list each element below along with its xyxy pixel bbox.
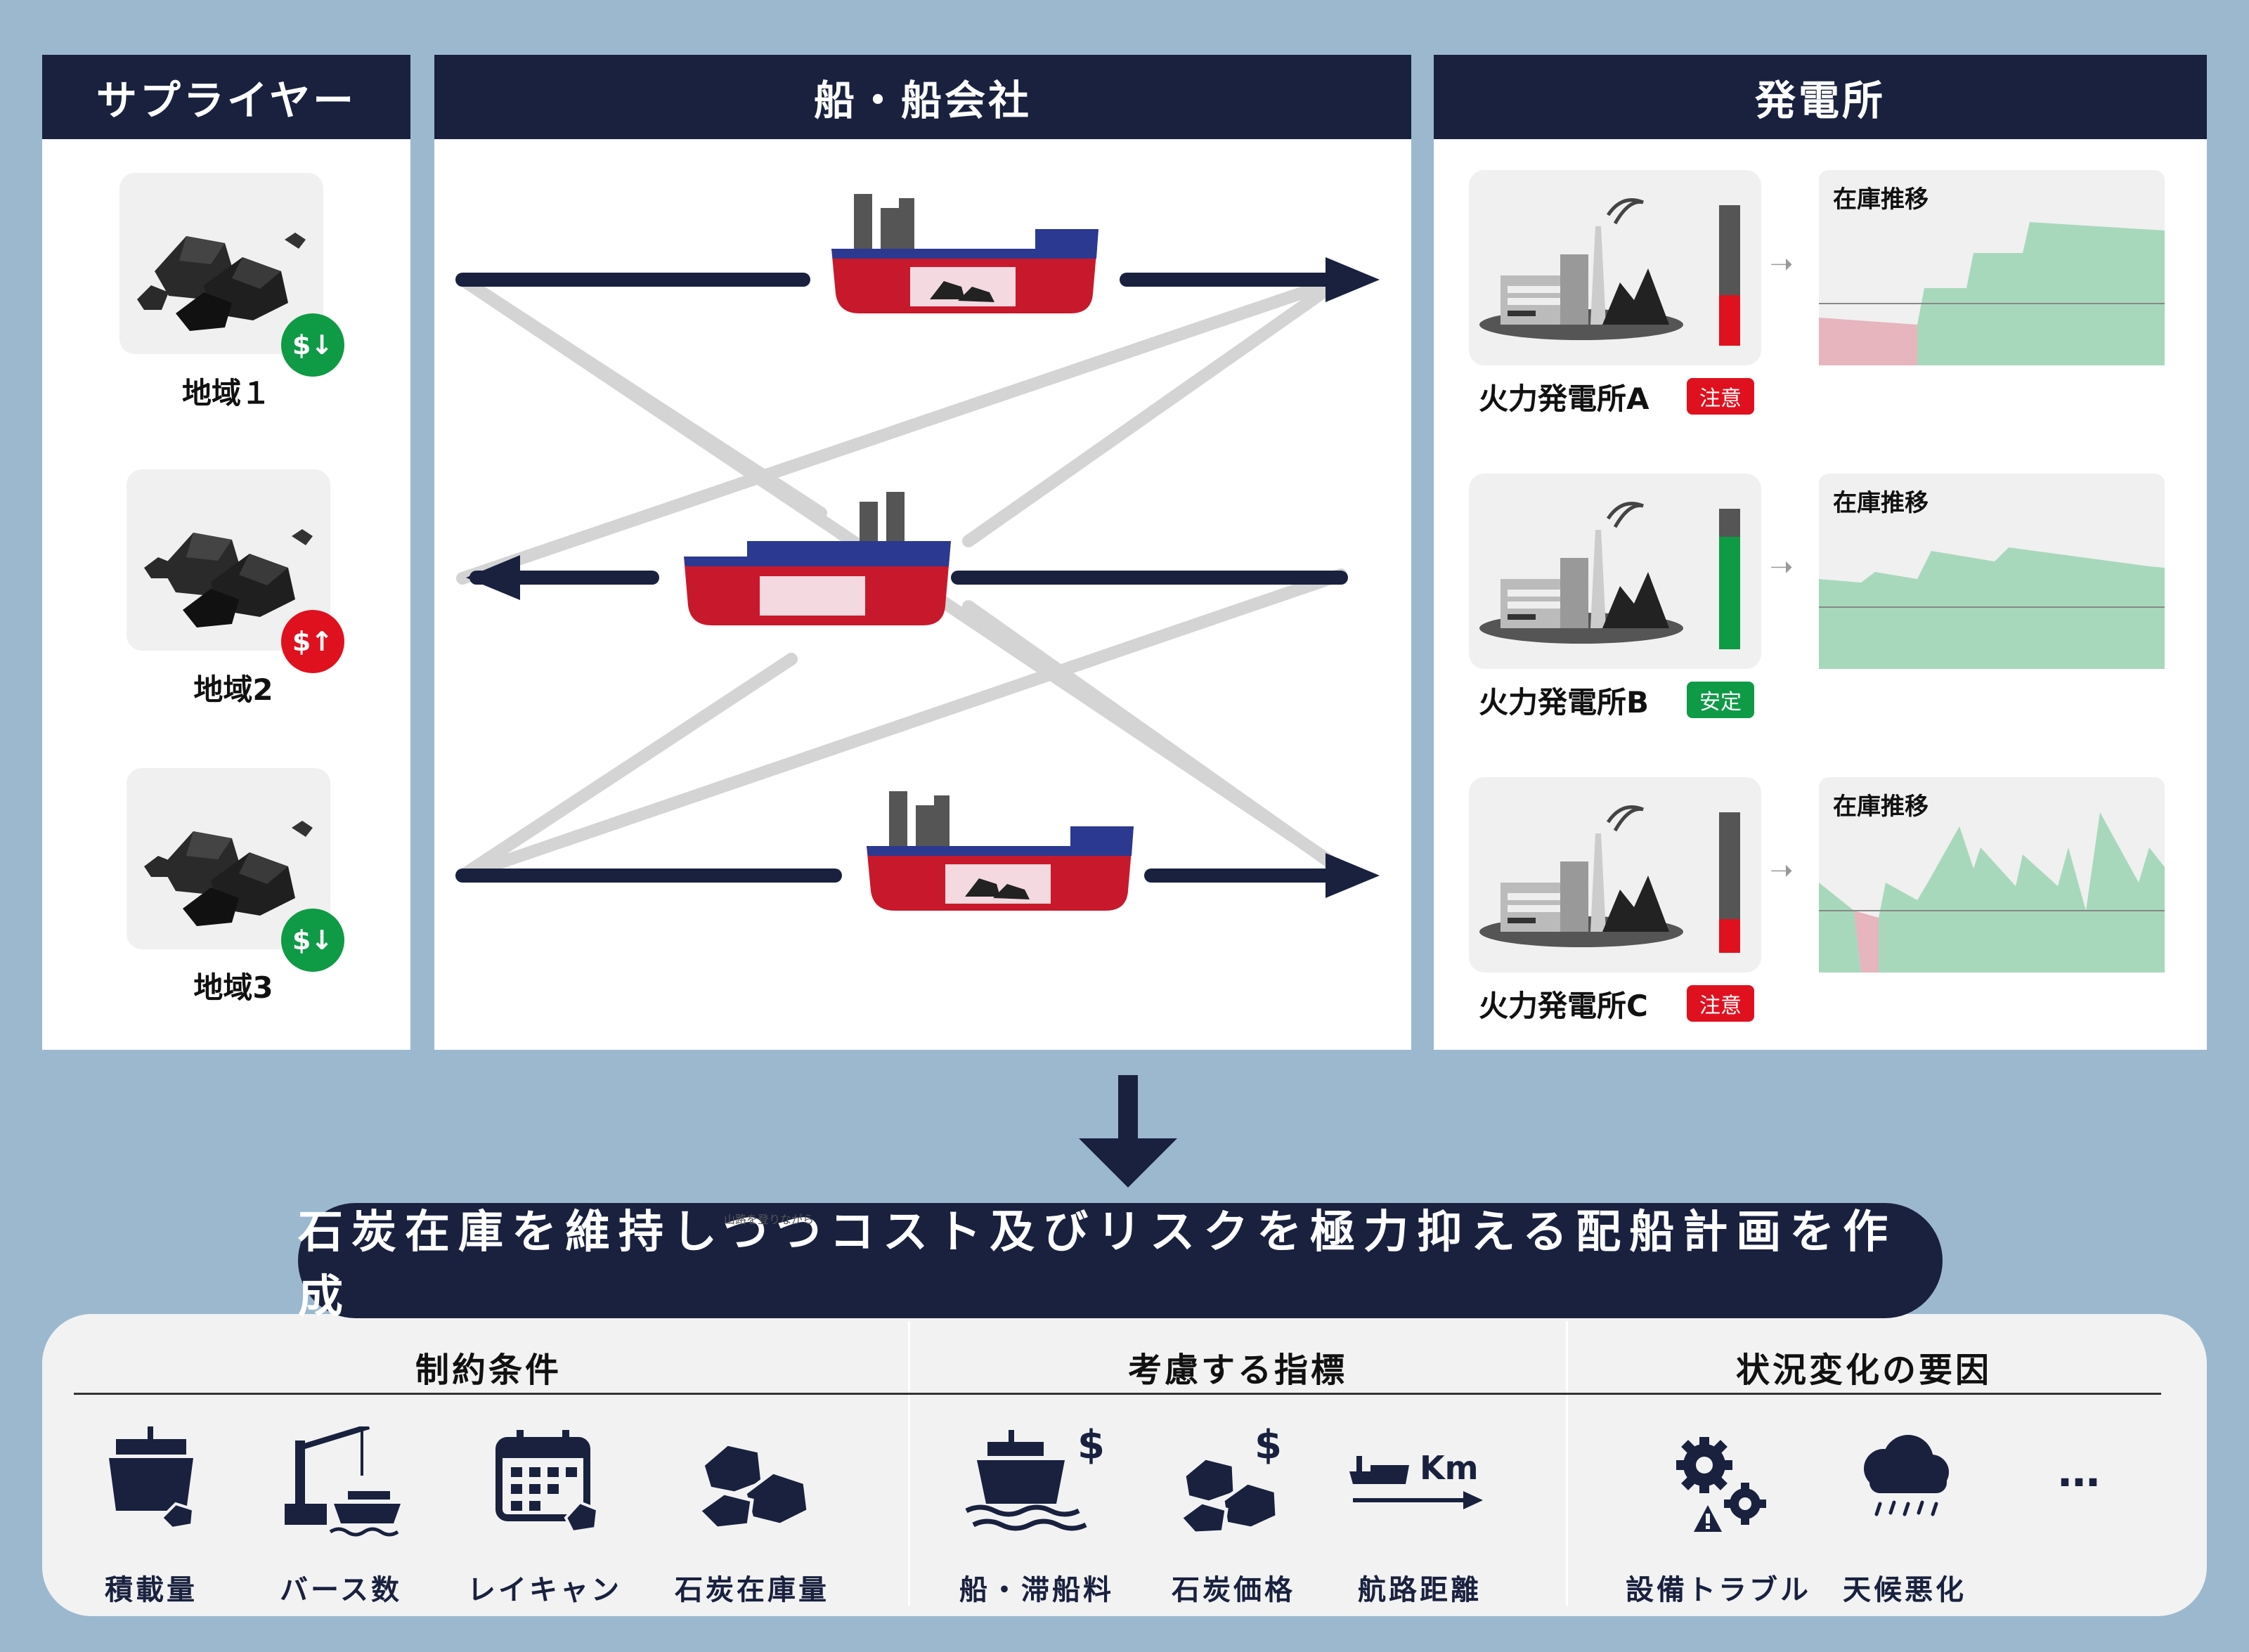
inventory-gauge [1719,205,1740,346]
factor-label: 石炭価格 [1172,1574,1295,1606]
plant-a-status: 注意 [1687,378,1754,415]
power-plants-panel: 発電所 火力発電所A 注意 ➝ 在庫推移 [1434,55,2207,1050]
arrow-right-icon: ➝ [1770,248,1794,280]
factor-label: 天候悪化 [1843,1574,1966,1606]
coal-icon [144,821,313,926]
plant-c-card [1469,777,1761,973]
ship-cost-icon: $ [965,1426,1105,1531]
price-down-badge: $↓ [281,313,344,377]
factor-label: 石炭在庫量 [675,1574,829,1606]
plant-c-name: 火力発電所C [1479,989,1648,1023]
factor-label: 積載量 [105,1574,197,1606]
shipping-header: 船・船会社 [434,55,1411,139]
region-1-coal-card: $↓ [119,173,344,377]
section-divider [908,1321,910,1606]
shipping-panel: 船・船会社 [434,55,1411,1050]
arrow-right-icon: ➝ [1770,551,1794,583]
ship-coal-icon [109,1426,195,1530]
section-rule [74,1393,2161,1395]
arrow-head-right [1326,257,1380,302]
power-plants-header: 発電所 [1434,55,2207,139]
loaded-ship-icon [867,791,1134,911]
factor-label: 設備トラブル [1626,1574,1811,1606]
constraints-title: 制約条件 [415,1351,562,1390]
power-plant-icon [1479,805,1683,947]
arrow-right-icon: ➝ [1770,854,1794,887]
power-plant-icon [1479,502,1683,644]
price-up-badge: $↑ [281,610,344,673]
svg-text:$: $ [1077,1426,1105,1468]
chart-title: 在庫推移 [1833,489,1929,517]
plant-b-inventory-chart: 在庫推移 [1819,474,2165,669]
power-plant-icon [1479,198,1683,340]
inventory-trend-chart [1819,812,2165,973]
calendar-icon [495,1430,599,1534]
inventory-gauge-fill [1719,295,1740,346]
region-3-label: 地域3 [193,970,273,1005]
region-1-label: 地域１ [181,376,271,410]
factor-label: 船・滞船料 [959,1574,1114,1606]
shipping-route-diagram [455,194,1380,911]
route-distance-icon: Km [1349,1449,1483,1509]
factor-label: バース数 [280,1574,402,1606]
inventory-gauge-fill [1719,919,1740,953]
berth-crane-icon [285,1426,401,1537]
tiny-note: 山路を登りながら [724,1213,815,1226]
coal-icon [144,529,313,627]
inventory-gauge [1719,509,1740,649]
flow-arrows [455,273,1348,883]
inventory-gauge [1719,812,1740,953]
inventory-trend-chart [1819,547,2165,669]
chart-title: 在庫推移 [1833,186,1929,214]
goal-banner: 石炭在庫を維持しつつコスト及びリスクを極力抑える配船計画を作成 [298,1203,1943,1323]
factor-label: レイキャン [467,1574,622,1606]
plant-b-status: 安定 [1687,682,1754,718]
plant-a-card [1469,170,1761,365]
inventory-trend-chart [1819,222,2165,365]
equipment-trouble-icon [1676,1437,1766,1532]
region-2-coal-card: $↑ [127,469,344,673]
bad-weather-icon [1864,1435,1949,1516]
plant-a-name: 火力発電所A [1479,382,1650,416]
more-icon: … [2058,1448,2103,1497]
inventory-gauge-fill [1719,537,1740,649]
plant-c-inventory-chart: 在庫推移 [1819,777,2165,973]
region-2-label: 地域2 [193,672,273,707]
supplier-panel: サプライヤー $↓ 地域１ $↑ 地域2 [42,55,410,1050]
section-divider [1566,1321,1568,1606]
chart-title: 在庫推移 [1833,793,1929,821]
arrow-head-left [466,555,520,600]
coal-pile-icon [696,1442,810,1530]
plant-c-status: 注意 [1687,985,1754,1022]
plant-b-card [1469,474,1761,669]
coal-icon [137,233,306,331]
price-down-badge: $↓ [281,909,344,972]
plant-a-inventory-chart: 在庫推移 [1819,170,2165,365]
down-arrow-icon [1079,1075,1177,1188]
plant-b-name: 火力発電所B [1479,685,1650,720]
arrow-head-right [1326,853,1380,898]
region-3-coal-card: $↓ [127,768,344,972]
distance-unit: Km [1420,1449,1479,1487]
factors-panel: 制約条件 考慮する指標 状況変化の要因 積載量 バース数 [42,1314,2207,1616]
factor-label: 航路距離 [1358,1574,1482,1606]
svg-text:$: $ [1255,1426,1282,1468]
empty-ship-icon [684,492,951,625]
loaded-ship-icon [831,194,1098,313]
change-factors-title: 状況変化の要因 [1735,1351,1992,1390]
metrics-title: 考慮する指標 [1127,1351,1347,1390]
coal-price-icon: $ [1178,1426,1282,1535]
supplier-header: サプライヤー [42,55,410,139]
